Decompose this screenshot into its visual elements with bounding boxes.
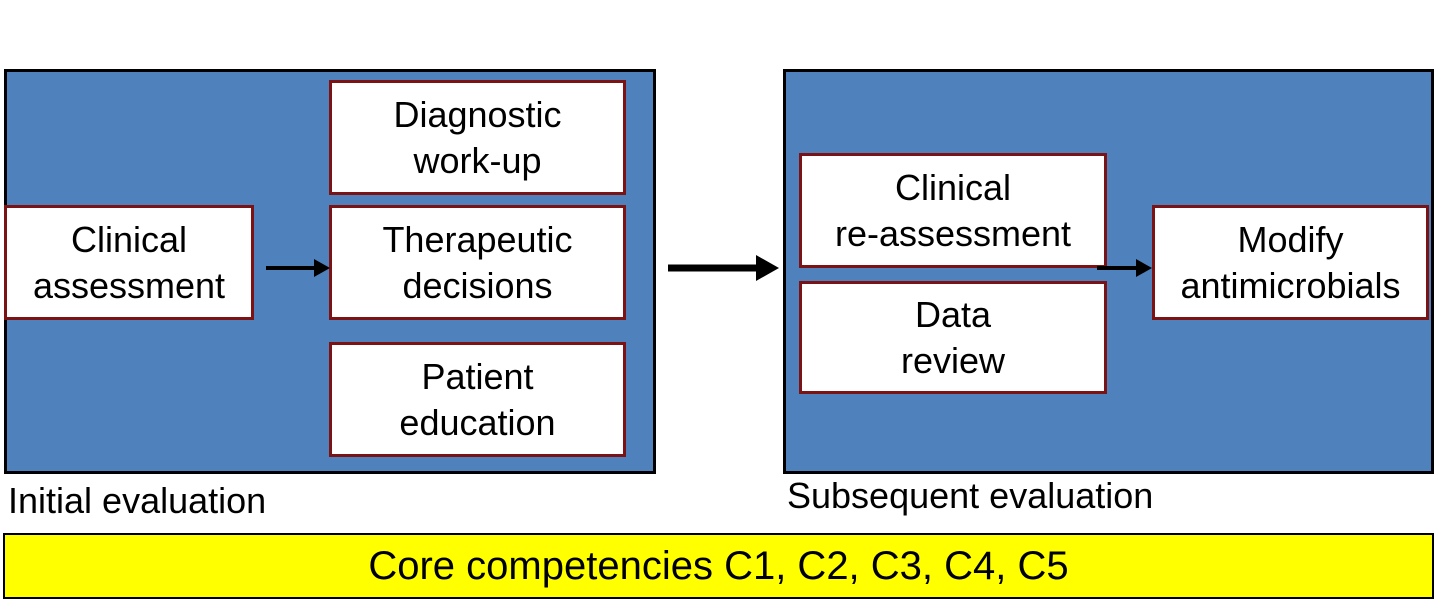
arrow-reassessment-to-modify (1097, 259, 1152, 277)
box-label-line: Therapeutic (382, 218, 573, 260)
clinical-reassessment-box: Clinical re-assessment (799, 153, 1107, 268)
box-label-line: Modify (1237, 218, 1344, 260)
box-label-line: work-up (413, 139, 542, 181)
clinical-assessment-box: Clinical assessment (4, 205, 254, 320)
box-label-line: decisions (402, 264, 553, 306)
core-competencies-label: Core competencies C1, C2, C3, C4, C5 (368, 543, 1069, 588)
box-label-line: Clinical (70, 218, 188, 260)
initial-evaluation-caption: Initial evaluation (8, 480, 267, 521)
box-label-line: Data (914, 293, 992, 335)
box-label-line: antimicrobials (1180, 264, 1401, 306)
diagnostic-workup-box: Diagnostic work-up (329, 80, 626, 195)
box-label-line: Clinical (894, 166, 1012, 208)
box-label-line: education (399, 401, 556, 443)
subsequent-evaluation-caption: Subsequent evaluation (787, 475, 1154, 516)
box-label-line: review (900, 339, 1006, 381)
box-label-line: Patient (421, 355, 534, 397)
core-competencies-bar: Core competencies C1, C2, C3, C4, C5 (3, 533, 1434, 599)
box-label-line: Diagnostic (393, 93, 562, 135)
box-label-line: assessment (32, 264, 226, 306)
patient-education-box: Patient education (329, 342, 626, 457)
box-label-line: re-assessment (834, 212, 1072, 254)
data-review-box: Data review (799, 281, 1107, 394)
therapeutic-decisions-box: Therapeutic decisions (329, 205, 626, 320)
modify-antimicrobials-box: Modify antimicrobials (1152, 205, 1429, 320)
arrow-assessment-to-decisions (266, 259, 330, 277)
arrow-initial-to-subsequent (668, 255, 779, 281)
